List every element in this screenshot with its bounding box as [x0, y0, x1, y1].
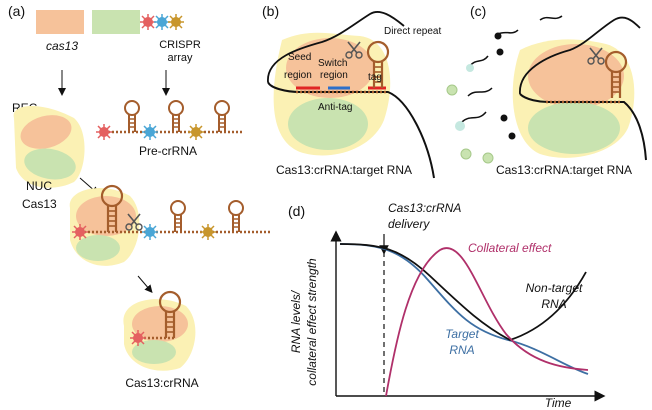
delivery-label-2: delivery	[388, 217, 430, 231]
panel-c-label: (c)	[470, 3, 486, 19]
collateral-effect-curve	[385, 247, 589, 397]
cas13-processing-complex	[69, 184, 272, 266]
y-axis-label-2: collateral effect strength	[305, 258, 319, 386]
nuc-lobe-c	[528, 102, 620, 154]
target-rna-tail-b	[267, 81, 435, 179]
rec-lobe-c	[528, 44, 624, 108]
panel-c: (c) Cas13:crRNA:target RNA	[446, 3, 647, 177]
panel-a: (a) cas13 CRISPR array REC NUC Cas13	[8, 3, 272, 390]
nontarget-label-1: Non-target	[526, 281, 583, 295]
target-rna-tail-c	[519, 93, 647, 161]
nuc-lobe-b	[288, 98, 368, 150]
seed-label-1: Seed	[288, 52, 311, 63]
panel-a-label: (a)	[8, 3, 25, 19]
cas13-crrna-label: Cas13:crRNA	[125, 376, 198, 390]
anti-tag-label: Anti-tag	[318, 102, 352, 113]
collateral-label: Collateral effect	[468, 241, 552, 255]
panel-b: (b) Direct repeat Seed region Switch reg…	[262, 3, 441, 179]
switch-label-2: region	[320, 70, 348, 81]
cas13-gene-box-nuc	[92, 10, 140, 34]
arrow-to-mature	[137, 275, 153, 294]
pre-crrna-molecule	[95, 100, 244, 141]
target-label-2: RNA	[449, 343, 474, 357]
panel-d: (d) RNA levels/ collateral effect streng…	[288, 201, 606, 410]
nontarget-rna-curve	[339, 243, 587, 341]
cas13-protein-apo	[13, 105, 85, 188]
panel-c-caption: Cas13:crRNA:target RNA	[496, 163, 632, 177]
nontarget-label-2: RNA	[541, 297, 566, 311]
cas13-crrna-complex	[123, 290, 196, 371]
cas13-label: Cas13	[22, 197, 57, 211]
target-rna-strand-c	[519, 16, 641, 95]
collateral-rna-fragments	[446, 15, 563, 164]
tag-label: tag	[368, 72, 382, 83]
direct-repeat-label: Direct repeat	[384, 26, 441, 37]
panel-d-label: (d)	[288, 203, 305, 219]
switch-label-1: Switch	[318, 58, 347, 69]
nuc-label: NUC	[26, 179, 52, 193]
seed-label-2: region	[284, 70, 312, 81]
target-label-1: Target	[445, 327, 479, 341]
cas13-gene-box-rec	[36, 10, 84, 34]
target-rna-strand-b	[267, 11, 405, 83]
delivery-label-1: Cas13:crRNA	[388, 201, 461, 215]
pre-crrna-label: Pre-crRNA	[139, 144, 197, 158]
x-axis-label: Time	[545, 396, 572, 410]
panel-b-label: (b)	[262, 3, 279, 19]
crispr-label: CRISPR	[159, 39, 201, 51]
array-label: array	[167, 52, 193, 64]
crispr-array-icon	[139, 13, 185, 31]
cas13-gene-label: cas13	[46, 39, 78, 53]
panel-b-caption: Cas13:crRNA:target RNA	[276, 163, 412, 177]
y-axis-label-1: RNA levels/	[289, 289, 303, 353]
target-rna-curve	[339, 243, 589, 375]
